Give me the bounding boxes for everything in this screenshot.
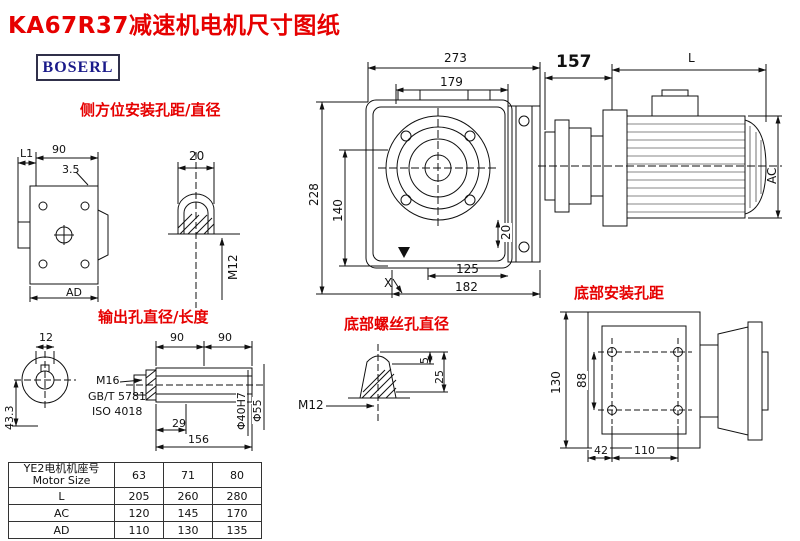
row-label: L <box>8 487 115 505</box>
dim-12: 12 <box>39 331 53 344</box>
dim-273: 273 <box>444 51 467 65</box>
dim-88: 88 <box>575 370 589 390</box>
dim-182: 182 <box>455 280 478 294</box>
table-cell: 145 <box>163 504 213 522</box>
dim-m12-screw: M12 <box>298 398 324 412</box>
label-output-hole: 输出孔直径/长度 <box>98 308 209 326</box>
bottom-mount-drawing <box>560 311 769 462</box>
standard-gb: GB/T 5781 <box>88 390 146 403</box>
label-side-mount-holes: 侧方位安装孔距/直径 <box>80 101 221 119</box>
dim-5: 5 <box>418 357 431 364</box>
dim-phi40: Φ40H7 <box>235 390 248 432</box>
table-cell: 80 <box>212 462 262 488</box>
table-row-ac: AC 120 145 170 <box>8 504 262 522</box>
table-header-line-en: Motor Size <box>32 474 91 487</box>
dim-25: 25 <box>433 370 446 384</box>
dim-125: 125 <box>456 262 479 276</box>
brand-logo-text: BOSERL <box>42 58 114 76</box>
row-label: AC <box>8 504 115 522</box>
dim-3-5: 3.5 <box>62 163 80 176</box>
dim-l-motor: L <box>688 51 695 65</box>
dim-m12-plug: M12 <box>226 254 240 280</box>
dim-90-side: 90 <box>52 143 66 156</box>
output-shaft-drawing <box>12 341 265 451</box>
motor-view-drawing <box>538 64 782 227</box>
table-cell: 205 <box>114 487 164 505</box>
table-cell: 135 <box>212 521 262 539</box>
dim-ad: AD <box>66 286 82 299</box>
page-title: KA67R37减速机电机尺寸图纸 <box>8 13 341 39</box>
dim-110: 110 <box>632 444 657 457</box>
label-bottom-mount: 底部安装孔距 <box>574 284 665 302</box>
table-row-l: L 205 260 280 <box>8 487 262 505</box>
dim-157: 157 <box>556 52 592 72</box>
dim-179: 179 <box>440 75 463 89</box>
dim-228: 228 <box>307 181 321 208</box>
table-cell: 71 <box>163 462 213 488</box>
dim-20-plug: 20 <box>189 149 205 163</box>
screw-detail-drawing <box>326 344 448 422</box>
main-view-drawing <box>316 62 541 298</box>
table-cell: 110 <box>114 521 164 539</box>
label-bottom-screw: 底部螺丝孔直径 <box>344 315 450 333</box>
dim-x-marker: X <box>384 276 393 290</box>
dim-90-b: 90 <box>218 331 232 344</box>
table-cell: 63 <box>114 462 164 488</box>
table-header-motor-size: YE2电机机座号 Motor Size <box>8 462 115 488</box>
dim-m16: M16 <box>96 374 120 387</box>
table-cell: 130 <box>163 521 213 539</box>
table-cell: 120 <box>114 504 164 522</box>
dim-phi55: Φ55 <box>251 397 264 424</box>
table-cell: 170 <box>212 504 262 522</box>
dim-43-3: 43.3 <box>3 405 16 431</box>
dim-130: 130 <box>549 369 563 396</box>
plug-detail-drawing <box>168 152 240 308</box>
dim-90-a: 90 <box>170 331 184 344</box>
table-header-line-cn: YE2电机机座号 <box>23 462 100 475</box>
standard-iso: ISO 4018 <box>92 405 143 418</box>
dim-42: 42 <box>592 444 610 457</box>
dim-l1: L1 <box>20 147 34 160</box>
row-label: AD <box>8 521 115 539</box>
table-row-ad: AD 110 130 135 <box>8 521 262 539</box>
brand-logo: BOSERL <box>36 54 120 81</box>
table-row-header: YE2电机机座号 Motor Size 63 71 80 <box>8 462 262 488</box>
dim-20-main: 20 <box>499 222 513 242</box>
dim-140: 140 <box>331 197 345 224</box>
table-cell: 260 <box>163 487 213 505</box>
dim-29: 29 <box>172 417 186 430</box>
dim-156: 156 <box>188 433 209 446</box>
dim-ac: AC <box>765 167 779 184</box>
motor-size-table: YE2电机机座号 Motor Size 63 71 80 L 205 260 2… <box>8 462 262 539</box>
side-view-drawing <box>17 152 109 302</box>
table-cell: 280 <box>212 487 262 505</box>
